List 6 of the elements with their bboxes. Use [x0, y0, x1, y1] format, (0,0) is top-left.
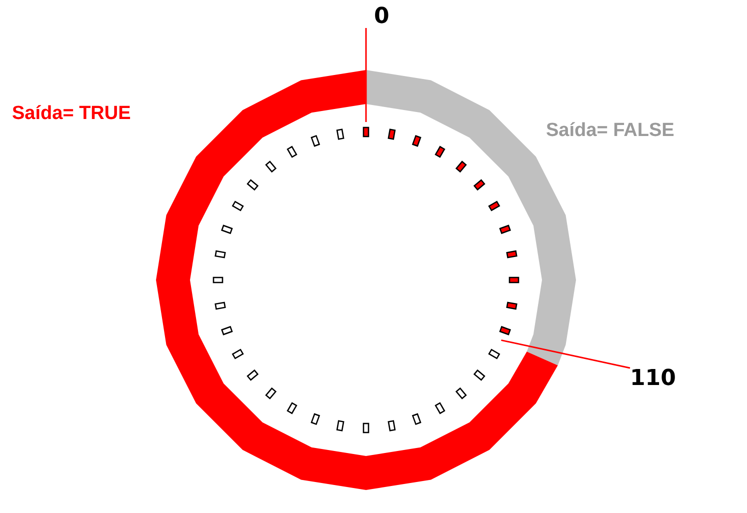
leader-line — [501, 339, 630, 369]
value-label: 110 — [630, 368, 676, 390]
leader-line — [365, 28, 367, 122]
value-label: 0 — [366, 6, 390, 28]
value-label: Saída= FALSE — [546, 121, 674, 140]
value-label: Saída= TRUE — [12, 104, 131, 123]
